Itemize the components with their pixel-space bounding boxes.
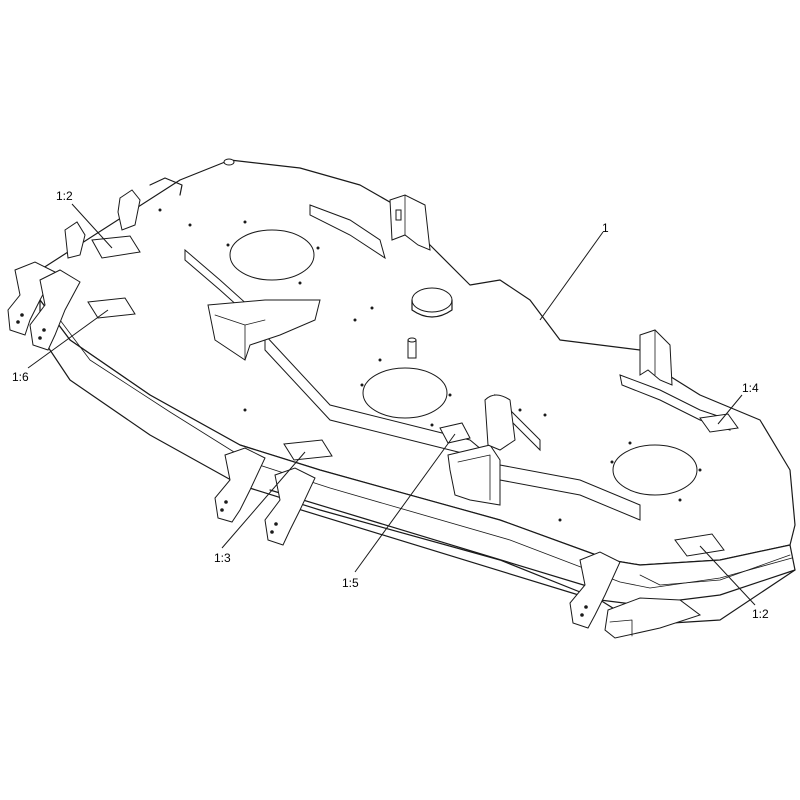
callout-1-6: 1:6 <box>12 370 29 384</box>
decals <box>87 235 739 557</box>
callout-labels: 1 1:2 1:2 1:3 1:4 1:5 1:6 <box>12 189 769 621</box>
decal-1-2-rear <box>91 235 141 259</box>
callout-1-3: 1:3 <box>214 551 231 565</box>
callout-1-5: 1:5 <box>342 576 359 590</box>
callout-main: 1 <box>602 221 609 235</box>
leader-lines <box>27 203 756 606</box>
center-pulley-boss <box>407 287 453 359</box>
front-hitch-arms <box>214 447 702 639</box>
rear-nub <box>223 158 235 166</box>
decal-1-2-front <box>674 533 725 557</box>
deck-plate <box>34 159 796 626</box>
decal-1-3 <box>283 439 333 461</box>
decal-1-5 <box>439 422 471 444</box>
callout-1-2-rear: 1:2 <box>56 189 73 203</box>
blade-openings <box>158 208 702 522</box>
deck-brackets <box>207 194 731 506</box>
decal-1-6 <box>87 297 136 319</box>
callout-1-4: 1:4 <box>742 381 759 395</box>
callout-1-2-front: 1:2 <box>752 607 769 621</box>
left-hitch-arms <box>7 177 183 351</box>
